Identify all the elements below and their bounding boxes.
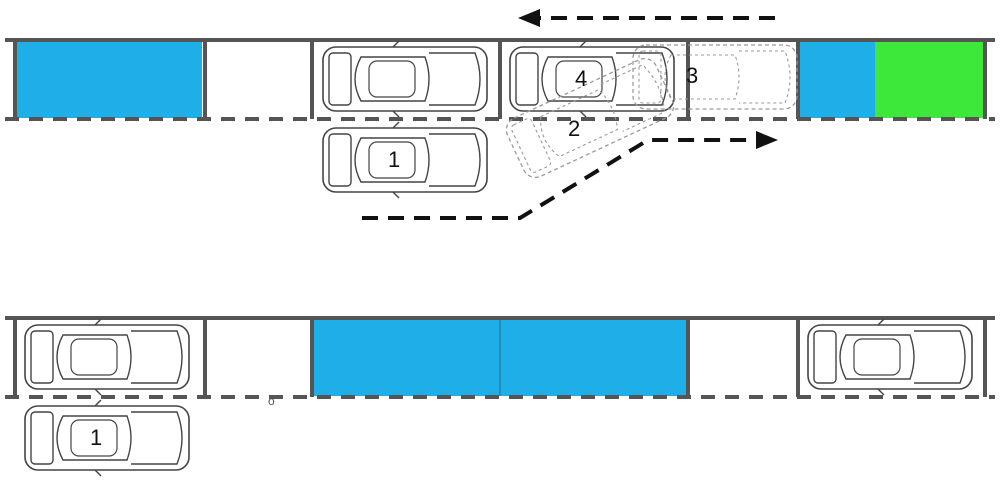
label-step2: 2: [568, 116, 580, 141]
arrowhead-left: [518, 9, 540, 27]
parked-car: [322, 40, 488, 118]
occupied-space: [15, 40, 202, 118]
label-waiting-car: 1: [90, 425, 102, 450]
label-step3: 3: [686, 63, 698, 88]
bottom-scene: 1 o: [5, 316, 995, 477]
stray-mark: o: [268, 394, 275, 408]
path-arrow-entry: [362, 138, 758, 220]
space-dividers: [13, 318, 987, 397]
label-step4: 4: [575, 66, 587, 91]
label-step1: 1: [388, 147, 400, 172]
parked-car-right: [807, 318, 973, 396]
arrowhead-right: [756, 131, 778, 149]
car-step4: [509, 40, 675, 118]
occupied-space: [800, 40, 875, 118]
top-scene: 4 3 2 1: [5, 9, 995, 220]
waiting-car: [24, 399, 190, 477]
parked-car-left: [24, 318, 190, 396]
target-space: [875, 40, 985, 118]
car-step1: [322, 121, 488, 199]
space-dividers: [13, 40, 987, 119]
